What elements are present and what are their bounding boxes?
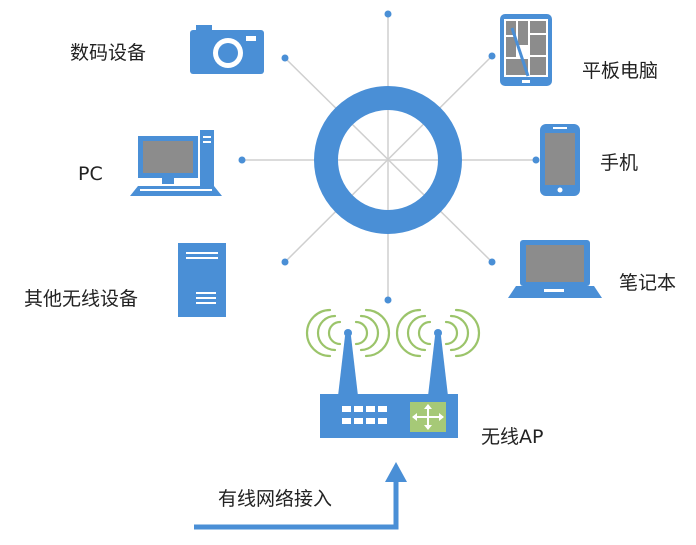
uplink-arrow: [194, 462, 407, 530]
label-wired-uplink: 有线网络接入: [218, 488, 333, 510]
phone-icon: [540, 124, 580, 196]
router-ports: [342, 406, 387, 424]
laptop-icon: [508, 240, 602, 298]
tablet-icon: [500, 14, 552, 86]
center-ring: [314, 86, 462, 234]
label-phone: 手机: [600, 152, 639, 174]
wifi-waves-left-icon: [305, 308, 391, 358]
label-other-wireless: 其他无线设备: [24, 288, 139, 310]
spoke-lines: [242, 14, 536, 300]
wireless-ap-icon: [305, 308, 481, 438]
label-camera: 数码设备: [70, 42, 147, 64]
label-wireless-ap: 无线AP: [481, 426, 544, 448]
camera-icon: [190, 25, 264, 74]
label-tablet: 平板电脑: [582, 60, 659, 82]
pc-icon: [130, 130, 222, 196]
label-laptop: 笔记本: [619, 272, 677, 294]
tower-device-icon: [178, 243, 226, 317]
label-pc: PC: [78, 163, 103, 185]
spoke-dots: [238, 10, 540, 304]
wifi-waves-right-icon: [395, 308, 481, 358]
